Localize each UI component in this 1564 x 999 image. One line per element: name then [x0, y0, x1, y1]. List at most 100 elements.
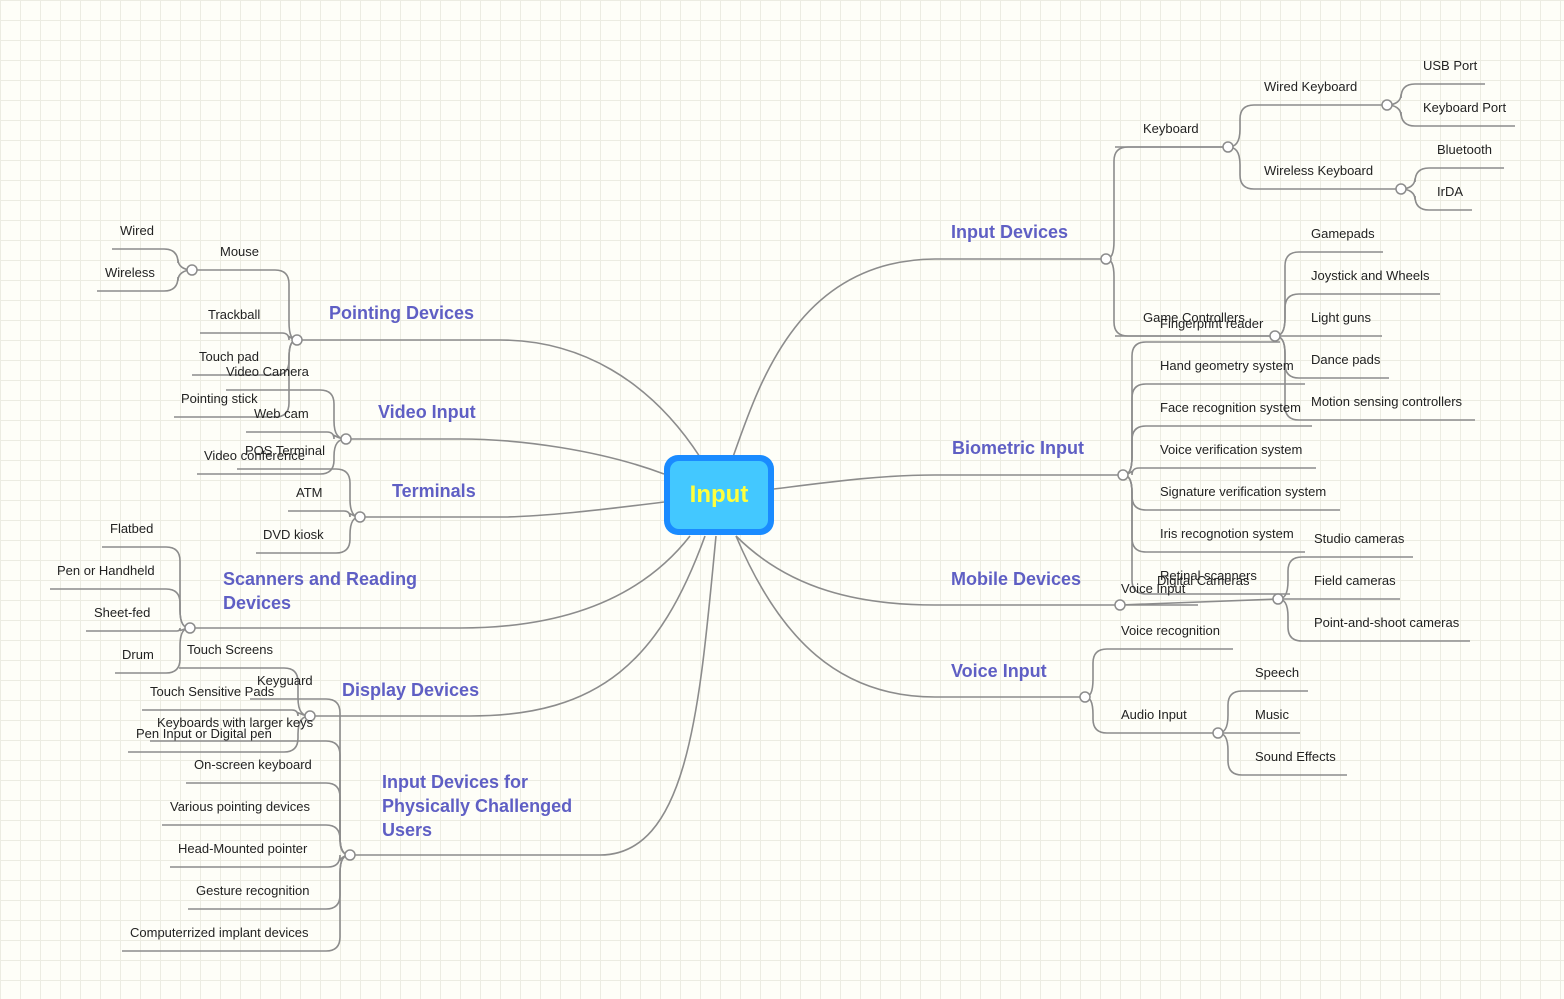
node-hand-geometry[interactable]: Hand geometry system — [1160, 358, 1294, 373]
node-light-guns[interactable]: Light guns — [1311, 310, 1371, 325]
junction-pointing[interactable] — [291, 334, 303, 346]
junction-biometric[interactable] — [1117, 469, 1129, 481]
node-face-recognition[interactable]: Face recognition system — [1160, 400, 1301, 415]
node-touch-sensitive-pads[interactable]: Touch Sensitive Pads — [150, 684, 275, 699]
node-pen-input[interactable]: Pen Input or Digital pen — [136, 726, 272, 741]
link-biometric — [773, 474, 1123, 490]
junction-wireless-keyboard[interactable] — [1395, 183, 1407, 195]
node-audio-input[interactable]: Audio Input — [1121, 707, 1187, 722]
node-field-cameras[interactable]: Field cameras — [1314, 573, 1396, 588]
node-speech[interactable]: Speech — [1255, 665, 1300, 680]
node-usb-port[interactable]: USB Port — [1423, 58, 1478, 73]
node-mouse[interactable]: Mouse — [220, 244, 260, 259]
connector-line — [86, 627, 191, 632]
node-keyguard[interactable]: Keyguard — [257, 673, 313, 688]
node-various-pointing[interactable]: Various pointing devices — [170, 799, 310, 814]
connector-line — [1227, 104, 1387, 148]
node-music[interactable]: Music — [1255, 707, 1289, 722]
connector-line — [1386, 104, 1515, 127]
node-video-conference[interactable]: Video conference — [204, 448, 305, 463]
junction-scanners[interactable] — [184, 622, 196, 634]
junction-digital-cameras[interactable] — [1272, 593, 1284, 605]
node-game-controllers[interactable]: Game Controllers — [1143, 310, 1245, 325]
link-mobile — [735, 535, 1120, 606]
junction-game-controllers[interactable] — [1269, 330, 1281, 342]
junction-audio-input[interactable] — [1212, 727, 1224, 739]
node-voice-recognition[interactable]: Voice recognition — [1121, 623, 1221, 638]
node-dance-pads[interactable]: Dance pads — [1311, 352, 1381, 367]
link-challenged — [350, 535, 717, 856]
node-dvd-kiosk[interactable]: DVD kiosk — [263, 527, 324, 542]
link-voice — [735, 535, 1085, 698]
node-web-cam[interactable]: Web cam — [254, 406, 309, 421]
branch-terminals[interactable]: Terminals — [392, 481, 476, 501]
branch-biometric-input[interactable]: Biometric Input — [952, 438, 1085, 458]
junction-video[interactable] — [340, 433, 352, 445]
connector-line — [197, 438, 347, 475]
node-flatbed[interactable]: Flatbed — [110, 521, 154, 536]
branch-input-devices[interactable]: Input Devices — [951, 222, 1069, 242]
node-implant-devices[interactable]: Computerrized implant devices — [130, 925, 309, 940]
link-scanners — [190, 535, 691, 629]
connector-line — [112, 248, 193, 271]
node-retinal-scanners[interactable]: Retinal scanners — [1160, 568, 1257, 583]
node-drum[interactable]: Drum — [122, 647, 154, 662]
junction-terminals[interactable] — [354, 511, 366, 523]
branch-mobile-devices[interactable]: Mobile Devices — [951, 569, 1082, 589]
junction-keyboard[interactable] — [1222, 141, 1234, 153]
center-node[interactable]: Input — [664, 455, 774, 535]
node-bluetooth[interactable]: Bluetooth — [1437, 142, 1492, 157]
junction-voice[interactable] — [1079, 691, 1091, 703]
node-iris-recognition[interactable]: Iris recognotion system — [1160, 526, 1294, 541]
node-touch-screens[interactable]: Touch Screens — [187, 642, 273, 657]
node-wired[interactable]: Wired — [120, 223, 154, 238]
node-studio-cameras[interactable]: Studio cameras — [1314, 531, 1405, 546]
connector-line — [142, 709, 311, 717]
connector-line — [1400, 188, 1472, 211]
branch-challenged-users[interactable]: Input Devices for Physically Challenged … — [382, 772, 573, 840]
junction-wired-keyboard[interactable] — [1381, 99, 1393, 111]
branch-video-input[interactable]: Video Input — [378, 402, 476, 422]
node-onscreen-keyboard[interactable]: On-screen keyboard — [194, 757, 312, 772]
junction-input-devices[interactable] — [1100, 253, 1112, 265]
junction-mouse[interactable] — [186, 264, 198, 276]
node-larger-keys[interactable]: Keyboards with larger keys — [157, 715, 314, 730]
node-video-camera[interactable]: Video Camera — [226, 364, 309, 379]
connector-line — [1227, 146, 1401, 190]
node-pointing-stick[interactable]: Pointing stick — [181, 391, 258, 406]
connector-line — [1119, 598, 1279, 606]
node-keyboard[interactable]: Keyboard — [1143, 121, 1199, 136]
node-keyboard-port[interactable]: Keyboard Port — [1423, 100, 1507, 115]
node-point-shoot-cameras[interactable]: Point-and-shoot cameras — [1314, 615, 1460, 630]
node-atm[interactable]: ATM — [296, 485, 323, 500]
node-trackball[interactable]: Trackball — [208, 307, 261, 322]
node-head-mounted[interactable]: Head-Mounted pointer — [178, 841, 308, 856]
branch-scanners[interactable]: Scanners and Reading Devices — [223, 569, 418, 613]
node-pos-terminal[interactable]: POS Terminal — [245, 443, 325, 458]
node-wireless[interactable]: Wireless — [105, 265, 155, 280]
node-gesture-recognition[interactable]: Gesture recognition — [196, 883, 310, 898]
branch-display-devices[interactable]: Display Devices — [342, 680, 480, 700]
junction-display[interactable] — [304, 710, 316, 722]
node-gamepads[interactable]: Gamepads — [1311, 226, 1375, 241]
node-sound-effects[interactable]: Sound Effects — [1255, 749, 1336, 764]
node-joystick-wheels[interactable]: Joystick and Wheels — [1311, 268, 1430, 283]
node-touch-pad[interactable]: Touch pad — [199, 349, 259, 364]
junction-mobile[interactable] — [1114, 599, 1126, 611]
node-voice-verification[interactable]: Voice verification system — [1160, 442, 1303, 457]
node-sheet-fed[interactable]: Sheet-fed — [94, 605, 151, 620]
node-mobile-voice-input[interactable]: Voice Input — [1121, 581, 1186, 596]
node-fingerprint-reader[interactable]: Fingerprint reader — [1160, 316, 1264, 331]
junction-challenged[interactable] — [344, 849, 356, 861]
node-signature-verification[interactable]: Signature verification system — [1160, 484, 1327, 499]
node-wireless-keyboard[interactable]: Wireless Keyboard — [1264, 163, 1374, 178]
connector-line — [1400, 167, 1504, 190]
node-pen-handheld[interactable]: Pen or Handheld — [57, 563, 155, 578]
node-irda[interactable]: IrDA — [1437, 184, 1463, 199]
node-motion-controllers[interactable]: Motion sensing controllers — [1311, 394, 1463, 409]
branch-voice-input[interactable]: Voice Input — [951, 661, 1047, 681]
branch-pointing-devices[interactable]: Pointing Devices — [329, 303, 475, 323]
node-digital-cameras[interactable]: Digital Cameras — [1157, 573, 1250, 588]
node-wired-keyboard[interactable]: Wired Keyboard — [1264, 79, 1358, 94]
